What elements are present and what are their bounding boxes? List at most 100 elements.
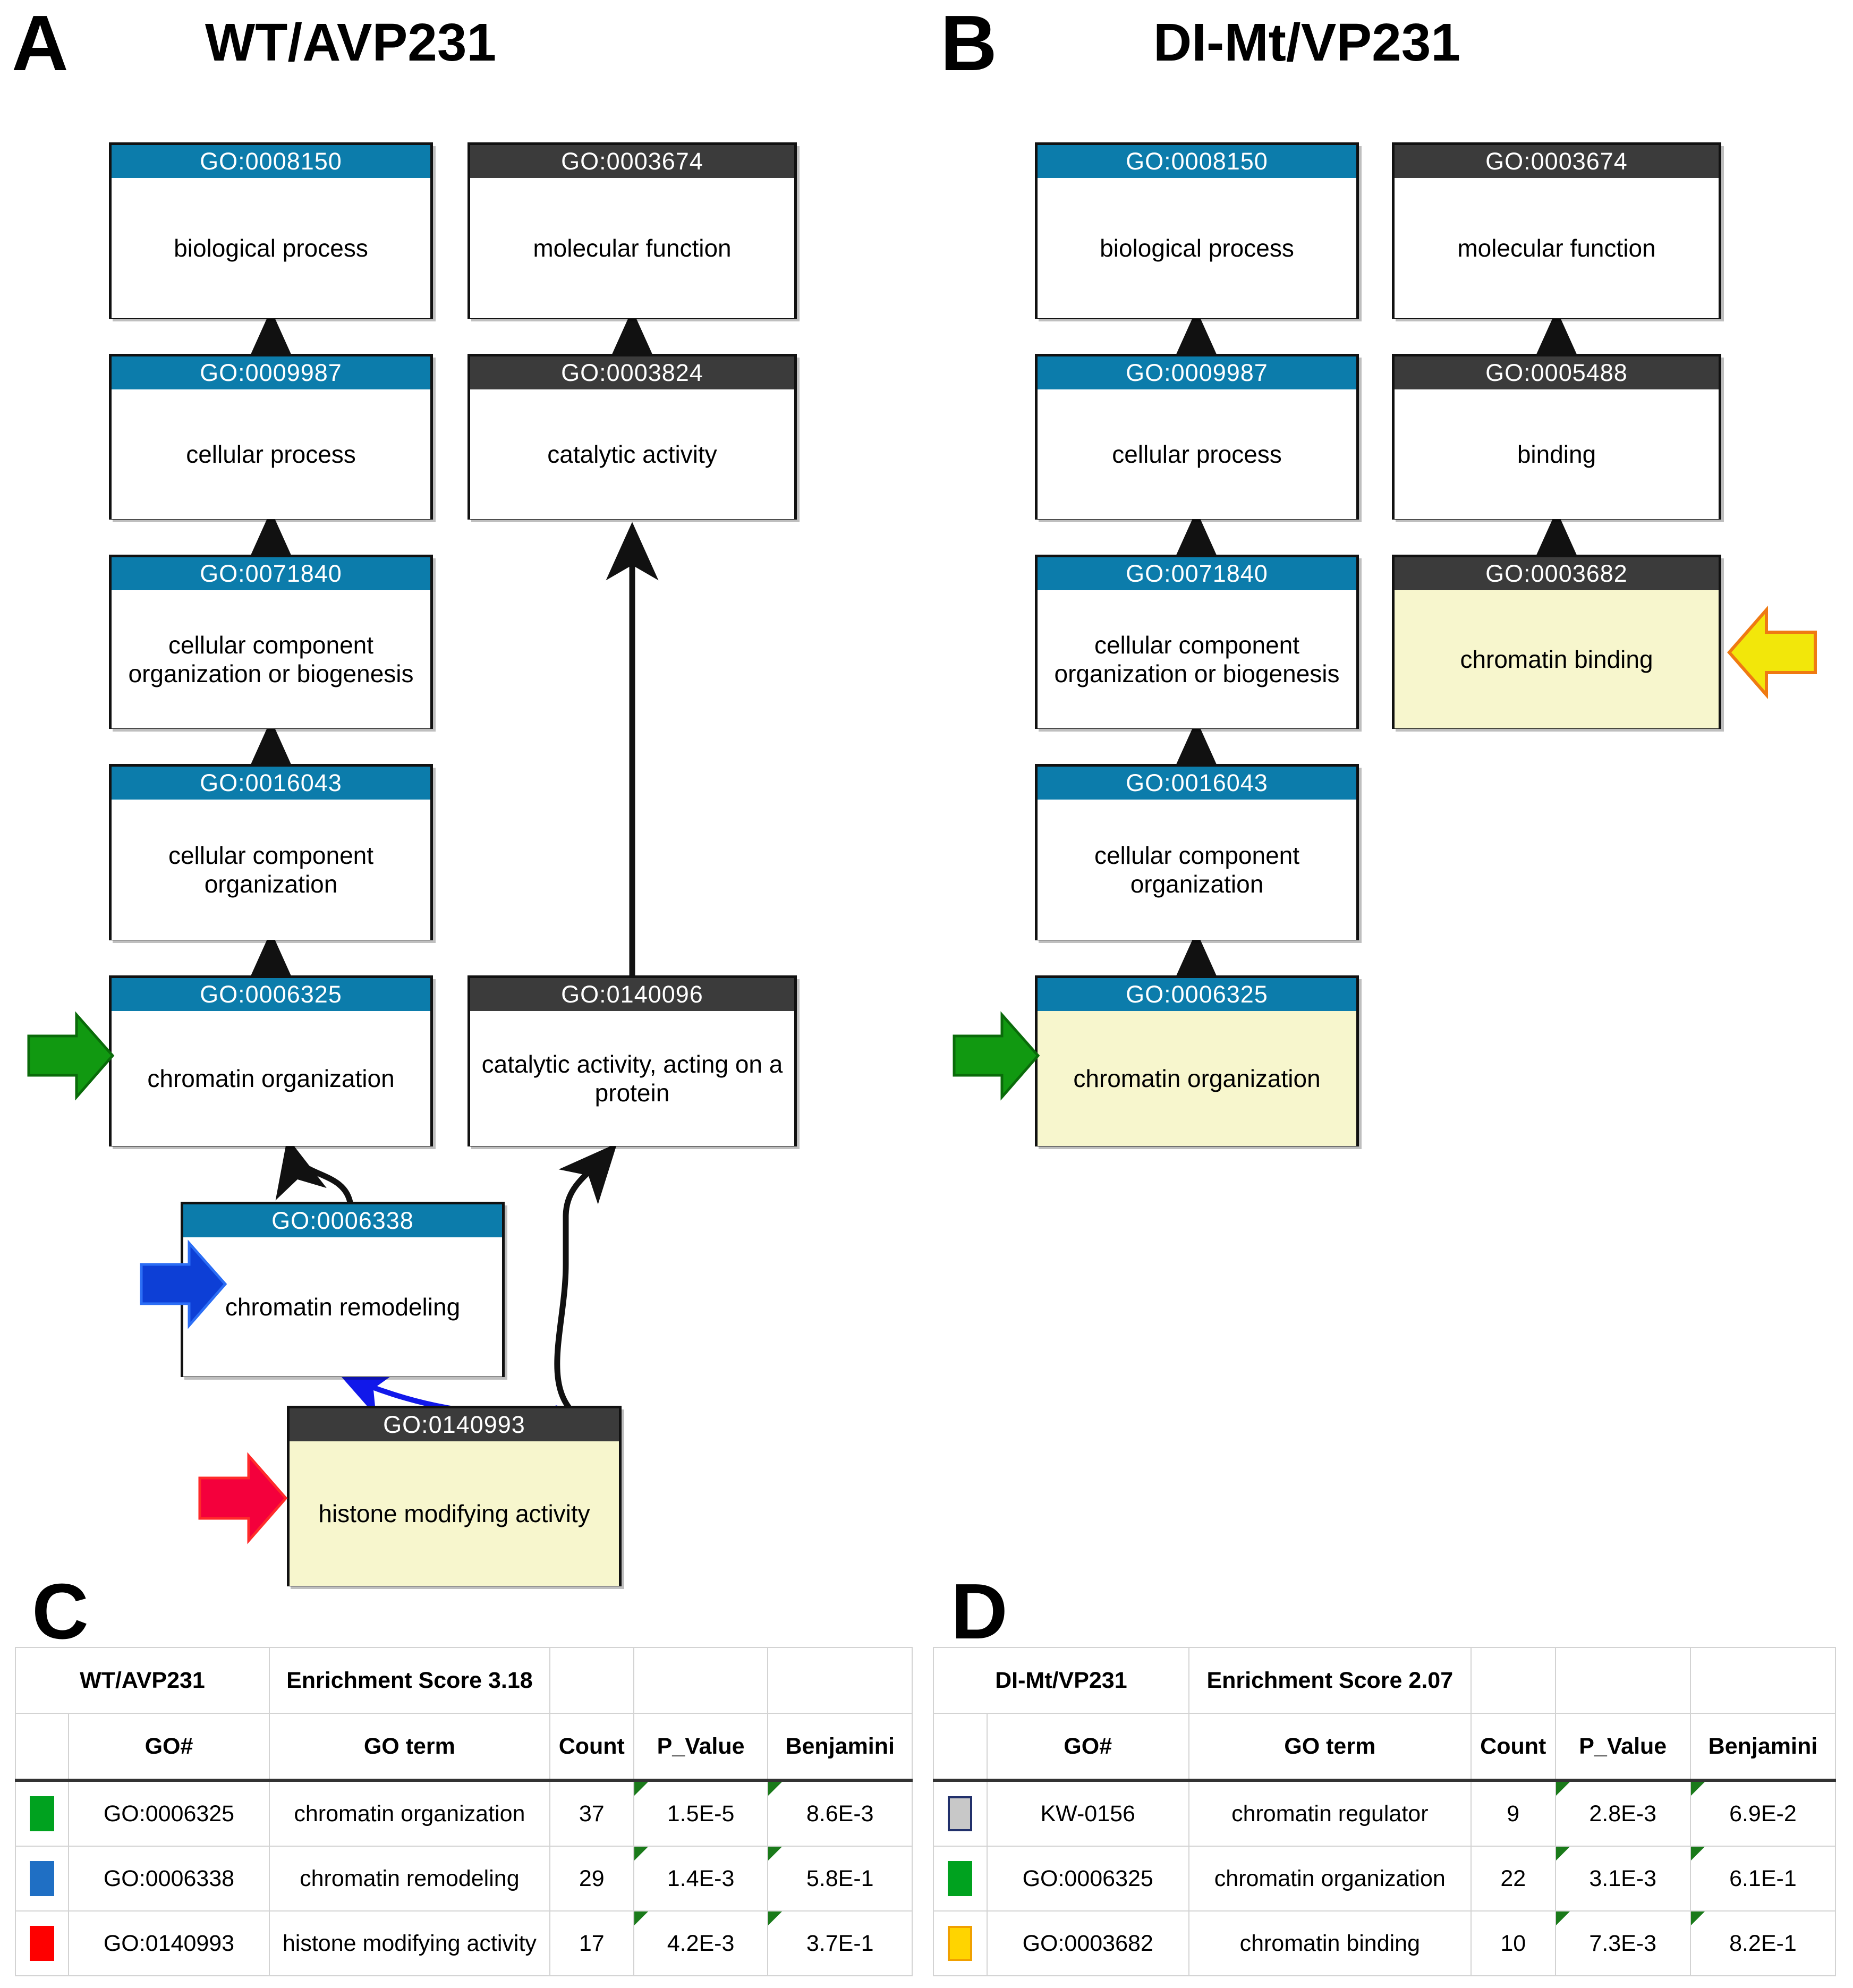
go-node-0140096-a[interactable]: GO:0140096 catalytic activity, acting on… <box>468 975 797 1146</box>
table-d-blank2 <box>1554 1647 1691 1714</box>
table-c-blank3 <box>767 1647 913 1714</box>
go-node-label: cellular component organization <box>1038 800 1356 940</box>
table-d-sample: DI-Mt/VP231 <box>933 1647 1189 1714</box>
go-node-id: GO:0071840 <box>1038 557 1356 590</box>
go-node-label: chromatin organization <box>1038 1011 1356 1146</box>
status-swatch-cell <box>933 1910 988 1976</box>
table-d-blank1 <box>1470 1647 1556 1714</box>
go-node-label: chromatin remodeling <box>183 1237 502 1377</box>
go-node-0008150-b[interactable]: GO:0008150 biological process <box>1035 142 1359 319</box>
go-node-label: chromatin organization <box>112 1011 430 1146</box>
status-swatch <box>948 1926 973 1961</box>
table-row[interactable]: GO:0003682 chromatin binding 10 7.3E-3 8… <box>933 1910 1837 1976</box>
table-row[interactable]: KW-0156 chromatin regulator 9 2.8E-3 6.9… <box>933 1779 1837 1847</box>
go-node-0005488-b[interactable]: GO:0005488 binding <box>1392 354 1721 520</box>
go-node-id: GO:0009987 <box>1038 356 1356 389</box>
go-node-0016043-a[interactable]: GO:0016043 cellular component organizati… <box>109 764 433 940</box>
go-node-id: GO:0006325 <box>1038 978 1356 1011</box>
go-node-0003682-b[interactable]: GO:0003682 chromatin binding <box>1392 555 1721 729</box>
table-d: DI-Mt/VP231 Enrichment Score 2.07 GO# GO… <box>933 1647 1837 1976</box>
cell-pvalue: 1.5E-5 <box>633 1779 769 1847</box>
go-node-0009987-b[interactable]: GO:0009987 cellular process <box>1035 354 1359 520</box>
table-c-blank2 <box>633 1647 769 1714</box>
table-c-blank1 <box>549 1647 634 1714</box>
cell-pvalue: 2.8E-3 <box>1554 1779 1691 1847</box>
go-node-0006338-a[interactable]: GO:0006338 chromatin remodeling <box>181 1202 505 1377</box>
table-c-sample: WT/AVP231 <box>15 1647 270 1714</box>
status-swatch-cell <box>14 1779 70 1847</box>
go-node-0071840-b[interactable]: GO:0071840 cellular component organizati… <box>1035 555 1359 729</box>
cell-count: 22 <box>1470 1846 1556 1911</box>
table-d-header-row: GO# GO term Count P_Value Benjamini <box>933 1713 1837 1781</box>
go-node-id: GO:0008150 <box>1038 145 1356 178</box>
cell-benjamini: 5.8E-1 <box>767 1846 913 1911</box>
go-node-id: GO:0140096 <box>470 978 794 1011</box>
go-node-id: GO:0006338 <box>183 1204 502 1237</box>
go-node-id: GO:0071840 <box>112 557 430 590</box>
cell-pvalue: 4.2E-3 <box>633 1910 769 1976</box>
go-node-id: GO:0003674 <box>470 145 794 178</box>
go-node-0140993-a[interactable]: GO:0140993 histone modifying activity <box>287 1406 622 1586</box>
go-node-label: cellular process <box>112 389 430 519</box>
go-node-id: GO:0003682 <box>1395 557 1719 590</box>
table-row[interactable]: GO:0006325 chromatin organization 37 1.5… <box>14 1779 913 1847</box>
go-node-label: molecular function <box>1395 178 1719 318</box>
cell-term: chromatin organization <box>1188 1846 1472 1911</box>
go-node-label: biological process <box>112 178 430 318</box>
status-swatch <box>30 1926 55 1961</box>
table-c-header-row: GO# GO term Count P_Value Benjamini <box>14 1713 913 1781</box>
status-swatch <box>30 1861 55 1896</box>
go-node-id: GO:0003824 <box>470 356 794 389</box>
cell-benjamini: 6.9E-2 <box>1689 1779 1837 1847</box>
table-row[interactable]: GO:0006338 chromatin remodeling 29 1.4E-… <box>14 1846 913 1911</box>
table-row[interactable]: GO:0006325 chromatin organization 22 3.1… <box>933 1846 1837 1911</box>
go-node-label: chromatin binding <box>1395 590 1719 728</box>
table-d-col-count: Count <box>1470 1713 1556 1781</box>
cell-count: 29 <box>549 1846 634 1911</box>
go-node-0009987-a[interactable]: GO:0009987 cellular process <box>109 354 433 520</box>
go-node-0003674-b[interactable]: GO:0003674 molecular function <box>1392 142 1721 319</box>
go-node-0008150-a[interactable]: GO:0008150 biological process <box>109 142 433 319</box>
callout-arrow-red-a <box>197 1450 290 1546</box>
callout-arrow-green-b <box>951 1009 1041 1102</box>
go-node-label: cellular process <box>1038 389 1356 519</box>
go-node-0071840-a[interactable]: GO:0071840 cellular component organizati… <box>109 555 433 729</box>
status-swatch-cell <box>933 1846 988 1911</box>
go-node-0003674-a[interactable]: GO:0003674 molecular function <box>468 142 797 319</box>
go-node-0006325-a[interactable]: GO:0006325 chromatin organization <box>109 975 433 1146</box>
status-swatch <box>948 1796 973 1831</box>
go-node-label: cellular component organization or bioge… <box>1038 590 1356 728</box>
status-swatch-cell <box>933 1779 988 1847</box>
status-swatch <box>30 1796 55 1831</box>
go-node-label: histone modifying activity <box>290 1441 619 1586</box>
cell-pvalue: 1.4E-3 <box>633 1846 769 1911</box>
go-node-0003824-a[interactable]: GO:0003824 catalytic activity <box>468 354 797 520</box>
table-d-col-benjamini: Benjamini <box>1689 1713 1837 1781</box>
panel-c-letter: C <box>32 1568 89 1655</box>
go-node-0006325-b[interactable]: GO:0006325 chromatin organization <box>1035 975 1359 1146</box>
callout-arrow-yellow-b <box>1726 605 1818 700</box>
table-c-col-count: Count <box>549 1713 634 1781</box>
cell-go: GO:0006325 <box>986 1846 1189 1911</box>
cell-count: 10 <box>1470 1910 1556 1976</box>
table-c-col-term: GO term <box>268 1713 550 1781</box>
cell-term: chromatin remodeling <box>268 1846 550 1911</box>
panel-a-letter: A <box>12 0 69 87</box>
go-node-0016043-b[interactable]: GO:0016043 cellular component organizati… <box>1035 764 1359 940</box>
status-swatch <box>948 1861 973 1896</box>
cell-go: GO:0003682 <box>986 1910 1189 1976</box>
cell-benjamini: 3.7E-1 <box>767 1910 913 1976</box>
go-node-id: GO:0009987 <box>112 356 430 389</box>
cell-benjamini: 8.2E-1 <box>1689 1910 1837 1976</box>
cell-go: GO:0006338 <box>68 1846 270 1911</box>
callout-arrow-green-a <box>26 1009 116 1102</box>
go-node-id: GO:0006325 <box>112 978 430 1011</box>
cell-go: GO:0006325 <box>68 1779 270 1847</box>
go-node-label: cellular component organization or bioge… <box>112 590 430 728</box>
table-row[interactable]: GO:0140993 histone modifying activity 17… <box>14 1910 913 1976</box>
go-node-label: catalytic activity <box>470 389 794 519</box>
cell-benjamini: 6.1E-1 <box>1689 1846 1837 1911</box>
table-c-enrichment: Enrichment Score 3.18 <box>268 1647 550 1714</box>
cell-benjamini: 8.6E-3 <box>767 1779 913 1847</box>
